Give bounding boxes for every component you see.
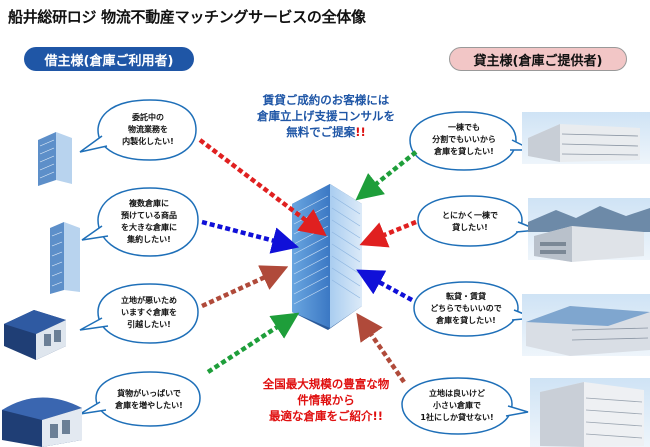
bottom-emphasis: !! [372,409,384,423]
right-bubble-1-text: 一棟でも分割でもいいから倉庫を貸したい! [432,123,496,156]
center-emphasis: !! [355,125,366,139]
lender-header: 貸主様(倉庫ご提供者) [449,47,627,71]
left-bubble-4 [79,371,201,427]
arrow-right-1 [355,150,418,201]
warehouse-photo-4 [530,378,650,447]
bottom-message-line-3: 最適な倉庫をご紹介!! [269,409,384,423]
left-bubble-1-text: 委託中の物流業務を内製化したい! [122,113,174,146]
left-bubble-3 [79,283,199,344]
office-building-icon [38,132,72,186]
right-bubble-2-text: とにかく一棟で貸したい! [442,211,498,232]
left-bubble-4-text: 貨物がいっぱいで倉庫を増やしたい! [115,389,183,410]
arrow-right-3 [356,269,414,302]
central-tower-icon [292,184,362,330]
right-bubble-1 [409,111,533,171]
right-bubble-2 [417,195,539,247]
arrow-right-2 [359,219,417,248]
arrow-left-1 [198,138,327,237]
borrower-header: 借主様(倉庫ご利用者) [24,47,194,71]
warehouse-photo-2 [528,198,650,262]
arrow-left-4 [206,312,300,374]
center-message-line-2: 倉庫立上げ支援コンサルを [257,109,395,123]
right-bubble-3-text: 転貸・賃貸どちらでもいいので倉庫を貸したい! [430,292,502,325]
warehouse-large-icon [2,397,82,447]
center-message-line-3: 無料でご提案!! [286,125,366,139]
bottom-message-line-2: 件情報から [297,393,355,407]
left-bubble-2 [81,187,199,257]
warehouse-photo-1 [522,112,650,164]
left-bubble-1 [79,99,197,161]
left-bubble-3-text: 立地が悪いためいますぐ倉庫を引越したい! [121,296,177,329]
arrow-left-2 [201,219,300,254]
arrow-left-3 [201,265,289,309]
right-bubble-4 [401,377,529,435]
center-message: 賃貸ご成約のお客様には 倉庫立上げ支援コンサルを 無料でご提案!! [226,92,426,140]
arrow-right-4 [356,312,406,384]
page-title: 船井総研ロジ 物流不動産マッチングサービスの全体像 [8,8,366,26]
tall-office-building-icon [50,222,80,294]
left-bubble-2-text: 複数倉庫に預けている商品を大きな倉庫に集約したい! [121,199,177,244]
bottom-message: 全国最大規模の豊富な物 件情報から 最適な倉庫をご紹介!! [226,376,426,424]
bottom-message-line-1: 全国最大規模の豊富な物 [262,377,390,391]
center-message-line-1: 賃貸ご成約のお客様には [262,93,390,107]
warehouse-photo-3 [522,294,650,356]
warehouse-small-icon [4,310,66,360]
